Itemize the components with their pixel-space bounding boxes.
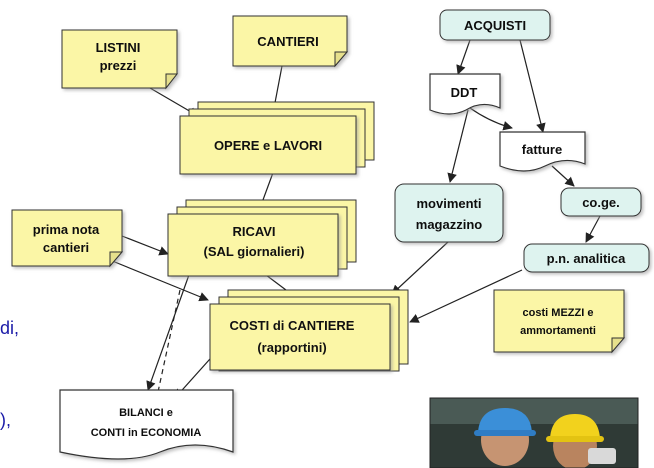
node-fatture-label: fatture: [522, 142, 562, 157]
arrow-movimenti-to-costi: [391, 241, 449, 295]
node-costi-mezzi-line1: costi MEZZI e: [523, 307, 594, 319]
node-costi-line1: COSTI di CANTIERE: [230, 318, 355, 333]
node-opere-label: OPERE e LAVORI: [214, 138, 322, 153]
node-ricavi-stack: RICAVI (SAL giornalieri): [167, 199, 357, 277]
node-listini-line1: LISTINI: [96, 40, 141, 55]
node-bilanci: BILANCI e CONTI in ECONOMIA: [59, 389, 234, 460]
node-acquisti: ACQUISTI: [439, 9, 551, 41]
node-costi-mezzi-line2: ammortamenti: [520, 325, 596, 337]
node-coge: co.ge.: [560, 187, 642, 217]
node-coge-label: co.ge.: [582, 195, 620, 210]
node-pn-analitica: p.n. analitica: [523, 243, 650, 273]
arrow-ricavi-to-bilanci: [146, 271, 191, 391]
side-text-fragment-2: ),: [0, 410, 11, 430]
node-acquisti-label: ACQUISTI: [464, 18, 526, 33]
arrow-primanota-to-costi: [104, 257, 209, 302]
node-ricavi-line1: RICAVI: [232, 224, 275, 239]
arrow-ddt-to-fatture: [469, 107, 513, 131]
node-costi-stack: COSTI di CANTIERE (rapportini): [209, 289, 409, 372]
arrow-acquisti-to-ddt: [456, 39, 471, 75]
node-opere-stack: OPERE e LAVORI: [179, 101, 375, 175]
node-fatture: fatture: [499, 131, 586, 172]
workers-photo: [429, 397, 639, 468]
arrow-ddt-to-movimenti: [447, 109, 469, 183]
node-prima-nota-line2: cantieri: [43, 240, 89, 255]
node-costi-mezzi: costi MEZZI e ammortamenti: [493, 289, 626, 354]
node-bilanci-line2: CONTI in ECONOMIA: [91, 427, 202, 439]
node-listini-line2: prezzi: [100, 58, 137, 73]
hard-hat-blue: [478, 408, 532, 432]
node-listini: LISTINI prezzi: [61, 29, 179, 90]
arrow-coge-to-pn: [585, 215, 601, 243]
node-movimenti-line2: magazzino: [416, 217, 483, 232]
line-cantieri-to-opere: [273, 65, 283, 109]
arrow-primanota-to-ricavi: [121, 235, 169, 256]
node-prima-nota-line1: prima nota: [33, 222, 100, 237]
node-pn-analitica-label: p.n. analitica: [547, 251, 627, 266]
side-text-fragment-1: di,: [0, 318, 20, 338]
node-ricavi-line2: (SAL giornalieri): [204, 244, 305, 259]
node-ddt: DDT: [429, 73, 501, 115]
arrow-pn-to-costi: [409, 269, 523, 323]
arrow-fatture-to-coge: [551, 165, 575, 187]
node-cantieri-label: CANTIERI: [257, 34, 318, 49]
arrow-acquisti-to-fatture: [519, 39, 546, 133]
node-cantieri: CANTIERI: [232, 15, 349, 68]
dashed-costi-to-bilanci: [157, 289, 181, 393]
node-movimenti-line1: movimenti: [416, 196, 481, 211]
node-bilanci-line1: BILANCI e: [119, 407, 173, 419]
hard-hat-yellow: [550, 414, 600, 438]
node-costi-line2: (rapportini): [257, 340, 326, 355]
node-movimenti: movimenti magazzino: [394, 183, 504, 243]
node-prima-nota: prima nota cantieri: [11, 209, 124, 268]
node-ddt-label: DDT: [451, 85, 478, 100]
